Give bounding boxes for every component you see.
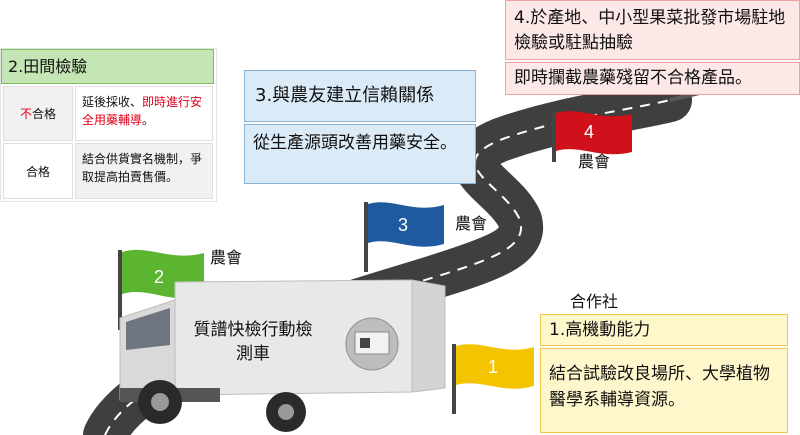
flag-3-label: 農會 [455, 214, 488, 233]
trust-building-title: 3.與農友建立信賴關係 [244, 70, 476, 122]
flag-1: 1 [452, 344, 534, 414]
trust-building-body: 從生產源頭改善用藥安全。 [244, 124, 476, 184]
fail-label-rest: 合格 [32, 107, 57, 121]
pass-label: 合格 [3, 143, 73, 199]
mobility-body: 結合試驗改良場所、大學植物醫學系輔導資源。 [540, 348, 788, 433]
flag-1-label: 合作社 [570, 292, 619, 311]
flag-1-number: 1 [488, 357, 498, 377]
flag-4: 4 [552, 111, 632, 162]
fail-label: 不合格 [3, 86, 73, 141]
flag-4-number: 4 [584, 122, 594, 142]
flag-4-label: 農會 [578, 152, 611, 171]
fail-action-end: 。 [142, 113, 155, 127]
flag-3-number: 3 [398, 215, 408, 235]
field-inspection-title: 2.田間檢驗 [1, 49, 214, 84]
fail-action-highlight: 即時進行安全用藥輔導 [82, 95, 203, 127]
onsite-inspection-body: 即時攔截農藥殘留不合格產品。 [505, 62, 800, 95]
fail-action-text: 延後採收、即時進行安全用藥輔導。 [75, 86, 213, 141]
fail-label-red: 不 [19, 107, 32, 121]
pass-action-text: 結合供貨實名機制，爭取提高拍賣售價。 [75, 143, 213, 199]
mobile-test-truck [119, 279, 446, 432]
mobility-title: 1.高機動能力 [540, 314, 788, 346]
flag-2-label: 農會 [210, 248, 243, 267]
flag-2-number: 2 [154, 267, 164, 287]
onsite-inspection-title: 4.於產地、中小型果菜批發市場駐地檢驗或駐點抽驗 [505, 0, 800, 60]
field-inspection-panel: 2.田間檢驗 不合格 延後採收、即時進行安全用藥輔導。 合格 結合供貨實名機制，… [0, 48, 217, 202]
fail-action-plain: 延後採收、 [82, 95, 143, 109]
flag-3: 3 [364, 202, 444, 272]
truck-label: 質譜快檢行動檢測車 [193, 320, 313, 364]
